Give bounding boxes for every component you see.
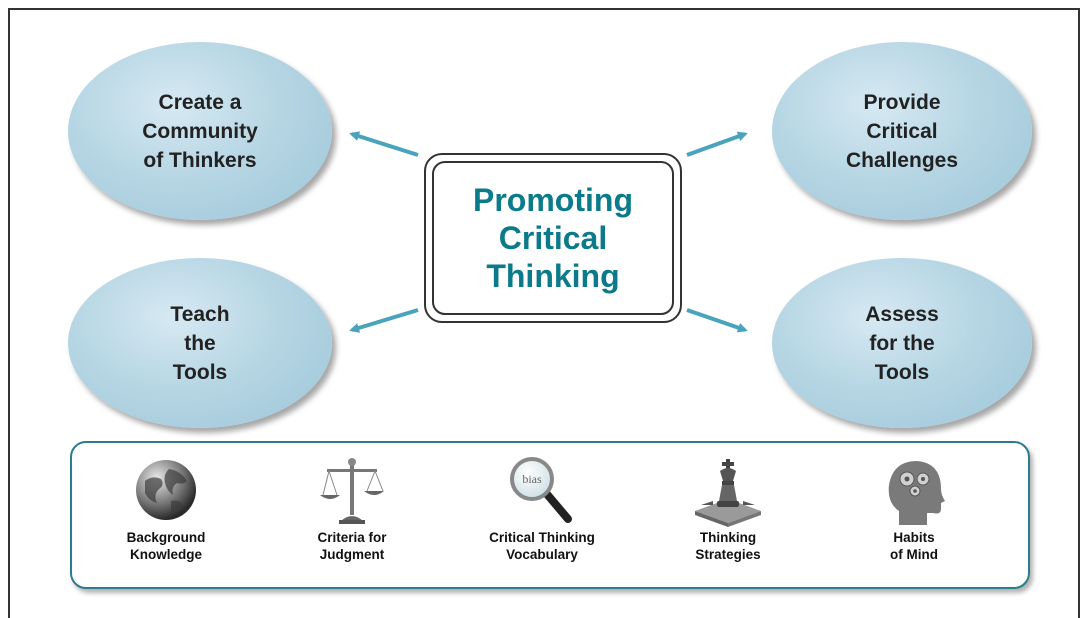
bubble-teach-label: Teach the Tools	[170, 302, 230, 384]
bubble-challenges-label: Provide Critical Challenges	[845, 90, 959, 172]
tool-label: Habits of Mind	[890, 530, 938, 562]
center-title: Promoting Critical Thinking	[473, 182, 633, 294]
tool-label: Thinking Strategies	[695, 530, 761, 562]
tool-label: Criteria for Judgment	[317, 530, 387, 562]
outer-frame	[8, 8, 1080, 618]
bubble-community: Create a Community of Thinkers	[68, 42, 332, 220]
center-box: Promoting Critical Thinking	[424, 153, 682, 323]
center-inner-border: Promoting Critical Thinking	[432, 161, 674, 315]
bubble-community-label: Create a Community of Thinkers	[142, 90, 258, 172]
arrow-to-teach	[349, 308, 419, 333]
tools-panel: Background Knowledge Criteria for Judgme…	[70, 441, 1030, 589]
scales-icon	[320, 458, 384, 524]
bubble-teach: Teach the Tools	[68, 258, 332, 428]
arrow-to-community	[349, 131, 419, 157]
magnifier-text: bias	[522, 472, 542, 486]
tool-label: Background Knowledge	[126, 530, 206, 562]
bubble-assess: Assess for the Tools	[772, 258, 1032, 428]
arrow-to-challenges	[686, 131, 748, 157]
globe-icon	[136, 460, 196, 520]
tool-label: Critical Thinking Vocabulary	[489, 530, 595, 562]
head-gears-icon	[888, 461, 945, 525]
magnifier-icon: bias	[510, 457, 572, 523]
chess-king-icon	[695, 459, 761, 527]
arrow-to-assess	[686, 308, 748, 333]
bubble-assess-label: Assess for the Tools	[865, 302, 939, 384]
bubble-challenges: Provide Critical Challenges	[772, 42, 1032, 220]
